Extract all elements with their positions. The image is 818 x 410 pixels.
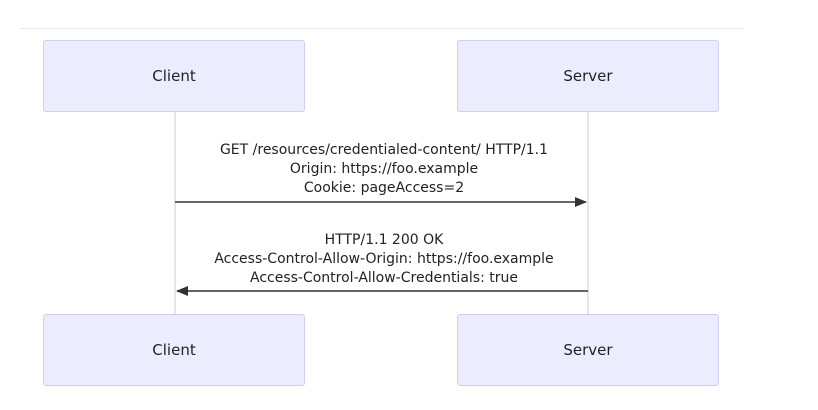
participant-server-bottom: Server bbox=[457, 314, 719, 386]
message-line: Access-Control-Allow-Credentials: true bbox=[249, 270, 518, 286]
message-line: Cookie: pageAccess=2 bbox=[303, 180, 465, 196]
participant-label: Server bbox=[563, 67, 613, 85]
participant-client-top: Client bbox=[43, 40, 305, 112]
message-line: Origin: https://foo.example bbox=[289, 161, 479, 177]
participant-label: Server bbox=[563, 341, 613, 359]
participant-label: Client bbox=[152, 341, 196, 359]
top-divider bbox=[20, 28, 744, 29]
request-message: GET /resources/credentialed-content/ HTT… bbox=[174, 141, 594, 198]
message-line: Access-Control-Allow-Origin: https://foo… bbox=[214, 251, 554, 267]
message-line: GET /resources/credentialed-content/ HTT… bbox=[219, 142, 549, 158]
participant-client-bottom: Client bbox=[43, 314, 305, 386]
participant-server-top: Server bbox=[457, 40, 719, 112]
response-message: HTTP/1.1 200 OK Access-Control-Allow-Ori… bbox=[174, 231, 594, 288]
message-line: HTTP/1.1 200 OK bbox=[324, 232, 444, 248]
participant-label: Client bbox=[152, 67, 196, 85]
